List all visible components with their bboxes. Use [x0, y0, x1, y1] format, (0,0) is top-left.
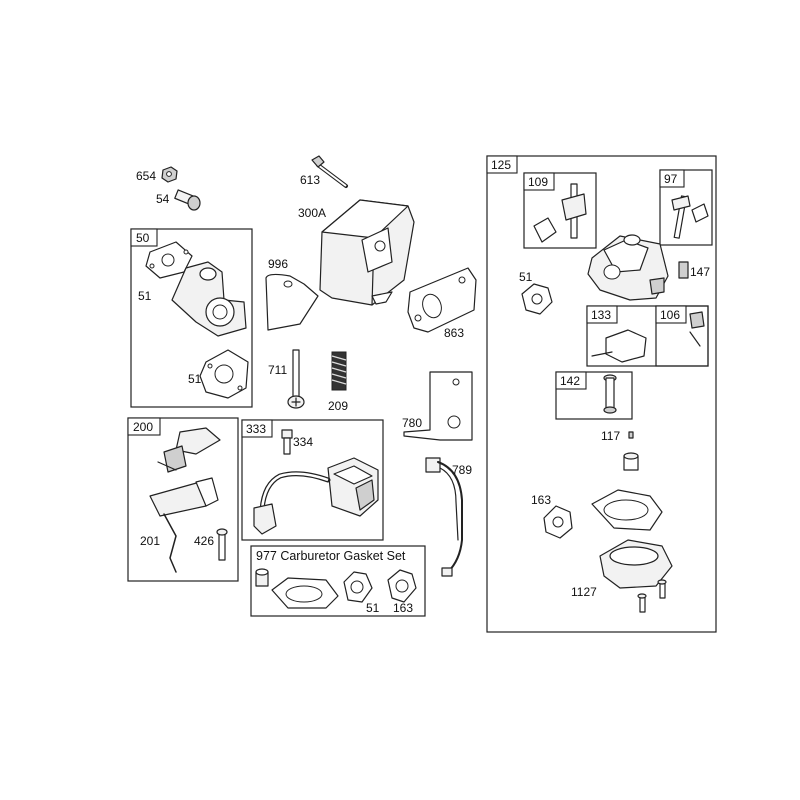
callout-51-upper: 51 — [138, 289, 152, 303]
throttle-lever — [157, 427, 221, 473]
callout-201: 201 — [140, 534, 160, 548]
needle-106 — [689, 311, 705, 347]
bolt-54 — [174, 189, 201, 211]
plug-117 — [628, 431, 634, 439]
governor-link-201 — [149, 477, 219, 573]
bowl-gasket — [591, 489, 663, 531]
callout-789: 789 — [452, 463, 472, 477]
float-bowl — [599, 539, 673, 589]
callout-51-gasket-set: 51 — [366, 601, 380, 615]
gasket-set-bushing — [255, 568, 269, 587]
callout-117: 117 — [601, 429, 620, 443]
group-box-133-label: 133 — [591, 308, 611, 322]
callout-209: 209 — [328, 399, 348, 413]
group-box-200: 200 — [127, 417, 239, 582]
throttle-shaft-109 — [533, 183, 587, 243]
jet-142 — [603, 374, 617, 414]
gasket-set-51 — [343, 571, 373, 603]
callout-780: 780 — [402, 416, 422, 430]
callout-1127: 1127 — [571, 585, 597, 599]
muffler-300a — [319, 199, 415, 306]
nut-654 — [161, 166, 178, 183]
callout-147: 147 — [690, 265, 710, 279]
stud-711 — [287, 349, 305, 409]
group-box-97: 97 — [659, 169, 713, 246]
screw-334 — [281, 429, 293, 455]
callout-300a: 300A — [298, 206, 326, 220]
callout-163: 163 — [531, 493, 551, 507]
gasket-set-title: 977 Carburetor Gasket Set — [256, 549, 406, 563]
callout-334: 334 — [293, 435, 313, 449]
callout-54: 54 — [156, 192, 170, 206]
bushing-carb — [623, 452, 639, 471]
shield-996 — [265, 273, 319, 331]
gasket-51-lower — [199, 349, 249, 399]
ground-wire-789 — [425, 457, 463, 577]
callout-711: 711 — [268, 363, 287, 377]
group-box-50: 50 — [130, 228, 253, 408]
intake-elbow — [171, 261, 247, 337]
group-box-125-label: 125 — [491, 158, 511, 172]
group-box-gasket-set: 977 Carburetor Gasket Set — [250, 545, 426, 617]
group-box-109-label: 109 — [528, 175, 548, 189]
group-box-200-label: 200 — [133, 420, 153, 434]
bracket-780 — [403, 371, 473, 441]
callout-654: 654 — [136, 169, 156, 183]
spring-209 — [331, 351, 347, 391]
ignition-coil — [253, 457, 379, 535]
screw-426 — [216, 528, 228, 561]
screws-1127 — [637, 579, 667, 613]
callout-163-gasket-set: 163 — [393, 601, 413, 615]
group-box-125: 125 — [486, 155, 717, 633]
callout-996: 996 — [268, 257, 288, 271]
callout-51-lower: 51 — [188, 372, 202, 386]
group-box-50-label: 50 — [136, 231, 150, 245]
bolt-613 — [311, 155, 348, 188]
group-box-106: 106 — [655, 305, 709, 367]
gasket-set-163 — [387, 569, 417, 603]
group-box-109: 109 — [523, 172, 597, 249]
float-133 — [591, 329, 647, 363]
group-box-142: 142 — [555, 371, 633, 420]
callout-51-carb: 51 — [519, 270, 533, 284]
group-box-333: 333 — [241, 419, 384, 541]
carburetor-body — [587, 234, 669, 301]
gasket-163 — [543, 505, 573, 539]
callout-863: 863 — [444, 326, 464, 340]
gasket-863 — [407, 267, 477, 333]
group-box-333-label: 333 — [246, 422, 266, 436]
group-box-106-label: 106 — [660, 308, 680, 322]
callout-613: 613 — [300, 173, 320, 187]
gasket-51-carb — [521, 283, 553, 315]
callout-426: 426 — [194, 534, 214, 548]
gasket-set-bowl-gasket — [271, 577, 339, 609]
screw-147 — [678, 261, 689, 279]
choke-shaft-97 — [671, 195, 709, 239]
group-box-142-label: 142 — [560, 374, 580, 388]
group-box-97-label: 97 — [664, 172, 678, 186]
